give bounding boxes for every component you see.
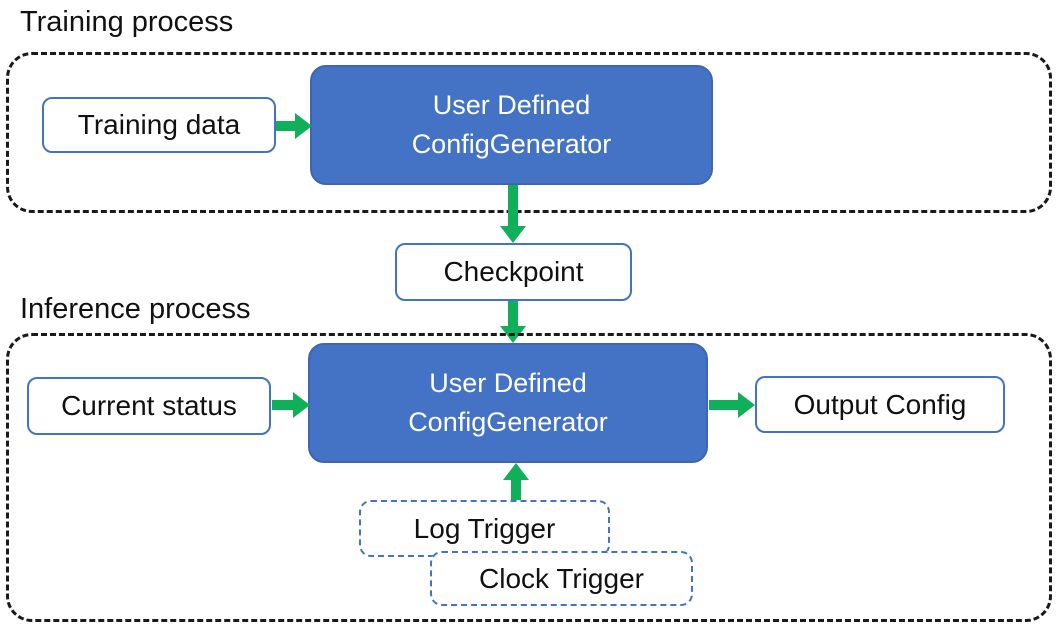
training-data-box: Training data [42,97,276,153]
arrow-head-up-icon [503,463,529,480]
arrow-shaft [508,185,518,226]
arrow-head-right-icon [293,392,310,418]
config-generator-box-inference: User Defined ConfigGenerator [308,343,708,463]
arrow-shaft [511,480,521,501]
arrow-training-data-to-generator [276,113,312,139]
arrow-shaft [508,301,518,326]
arrow-shaft [276,121,295,131]
arrow-current-status-to-generator [272,392,310,418]
arrow-head-right-icon [295,113,312,139]
config-generator-training-line1: User Defined [432,89,591,120]
training-process-container [6,52,1052,213]
clock-trigger-box: Clock Trigger [430,551,693,606]
config-generator-inference-line1: User Defined [429,367,587,398]
output-config-box: Output Config [755,376,1005,433]
arrow-triggers-to-generator [503,463,529,501]
arrow-generator-to-output-config [709,392,755,418]
log-trigger-box: Log Trigger [359,500,610,557]
current-status-box: Current status [27,377,271,435]
arrow-head-down-icon [500,226,526,243]
arrow-generator-to-checkpoint [500,185,526,243]
checkpoint-box: Checkpoint [395,243,632,301]
arrow-shaft [272,400,293,410]
inference-process-title: Inference process [20,293,251,325]
training-process-title: Training process [20,6,234,38]
arrow-head-right-icon [738,392,755,418]
config-generator-box-training: User Defined ConfigGenerator [310,65,713,185]
arrow-shaft [709,400,738,410]
inference-process-container [6,333,1052,622]
config-generator-inference-line2: ConfigGenerator [408,407,608,437]
config-generator-training-line2: ConfigGenerator [411,129,612,159]
